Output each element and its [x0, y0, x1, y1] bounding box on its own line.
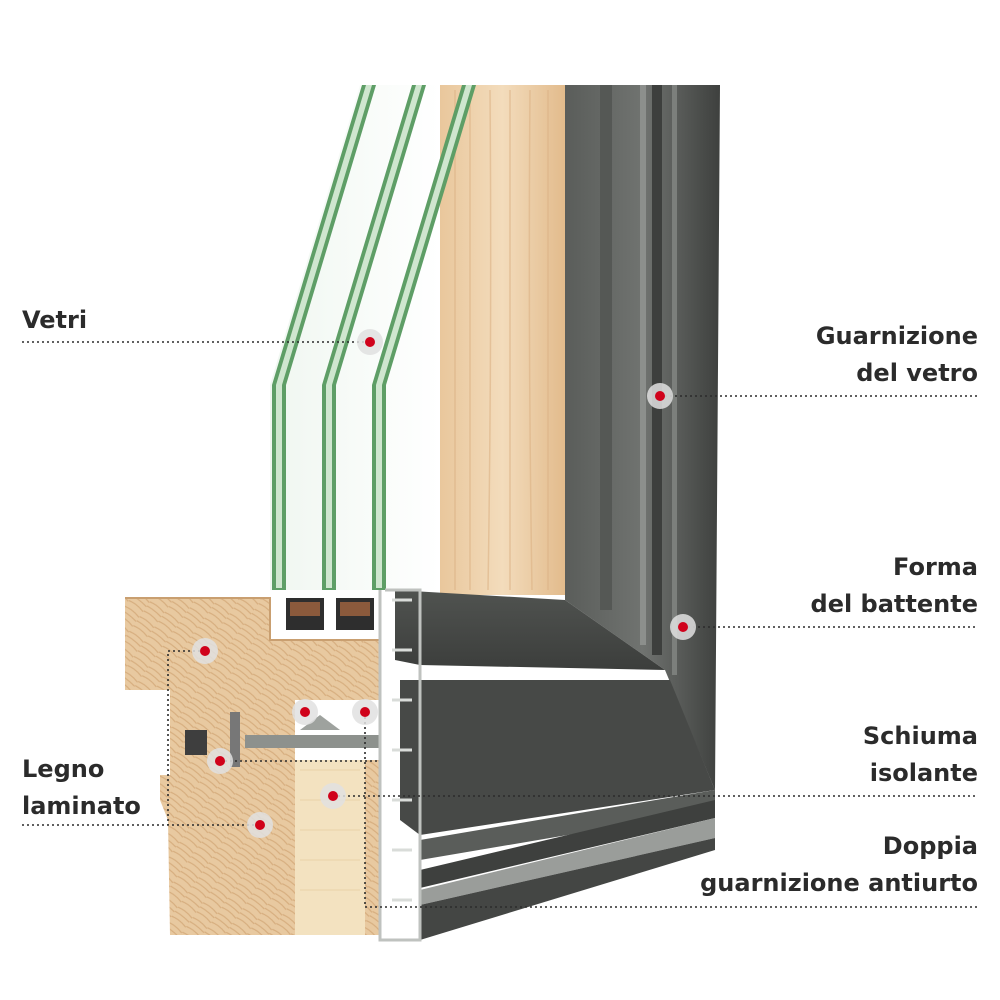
label-forma-battente: Forma del battente	[811, 549, 978, 623]
label-guarnizione-vetro-line-1: Guarnizione	[815, 322, 978, 350]
marker-guarnizione-vetro	[647, 383, 673, 409]
marker-legno-mid	[207, 748, 233, 774]
marker-legno-bottom	[247, 812, 273, 838]
callout-markers	[192, 329, 696, 838]
label-schiuma-isolante-line-2: isolante	[869, 759, 978, 787]
marker-legno-top	[192, 638, 218, 664]
wood-sash-face	[440, 85, 565, 595]
marker-vetri	[357, 329, 383, 355]
marker-forma-battente	[670, 614, 696, 640]
label-vetri-line-1: Vetri	[22, 306, 88, 334]
triple-glass-panes	[270, 85, 476, 590]
label-legno-laminato-line-1: Legno	[22, 755, 105, 783]
label-guarnizione-vetro-line-2: del vetro	[856, 359, 978, 387]
marker-seal-right	[352, 699, 378, 725]
label-schiuma-isolante-line-1: Schiuma	[862, 722, 978, 750]
label-vetri: Vetri	[22, 302, 87, 339]
marker-seal-left	[292, 699, 318, 725]
glass-spacers	[286, 598, 374, 630]
aluminum-vertical-frame	[565, 85, 720, 790]
label-forma-battente-line-1: Forma	[893, 553, 978, 581]
leader-legno-1	[167, 650, 205, 825]
label-doppia-guarnizione: Doppia guarnizione antiurto	[700, 828, 978, 902]
label-legno-laminato: Legno laminato	[22, 751, 141, 825]
marker-schiuma	[320, 783, 346, 809]
label-doppia-guarnizione-line-1: Doppia	[882, 832, 978, 860]
label-guarnizione-vetro: Guarnizione del vetro	[816, 318, 978, 392]
label-doppia-guarnizione-line-2: guarnizione antiurto	[700, 869, 978, 897]
label-schiuma-isolante: Schiuma isolante	[863, 718, 978, 792]
leader-lines	[22, 341, 978, 908]
label-forma-battente-line-2: del battente	[810, 590, 978, 618]
leader-doppia-guarnizione	[364, 712, 978, 908]
label-legno-laminato-line-2: laminato	[22, 792, 141, 820]
aluminum-horizontal-profiles	[378, 588, 715, 942]
